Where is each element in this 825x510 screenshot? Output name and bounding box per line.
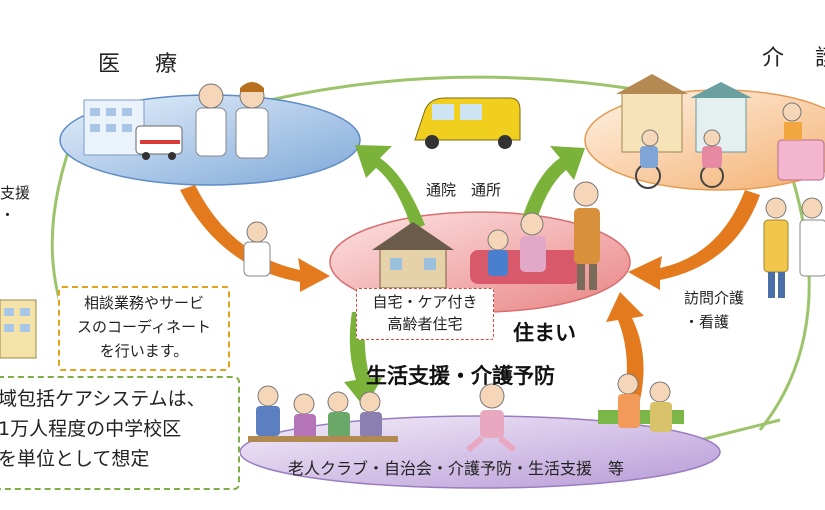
green-arrows [344, 145, 585, 408]
bath-care-illustration [777, 102, 825, 181]
arrow-kaigo-to-home [628, 190, 760, 290]
orange-arrows [180, 185, 760, 400]
arrow-support-to-home [606, 292, 644, 400]
sumai-label: 住まい [513, 321, 576, 345]
community-center-illustration [0, 299, 37, 359]
houmon-kaigo-label: 訪問介護 ・看護 [684, 289, 745, 331]
connector-bottom [699, 418, 781, 442]
doctors-illustration [195, 82, 269, 159]
kaigo-title: 介 護 [762, 46, 825, 71]
small-doctor-illustration [243, 221, 271, 277]
medical-title: 医 療 [98, 52, 191, 77]
caregivers-illustration [763, 197, 825, 298]
home-type-box: 自宅・ケア付き 高齢者住宅 [356, 288, 494, 340]
support-partial-label: 支援 ・ [0, 184, 31, 224]
club-label: 老人クラブ・自治会・介護予防・生活支援 等 [288, 459, 625, 478]
connector-top [269, 75, 641, 102]
caregiver-pair-illustration [598, 373, 684, 432]
ambulance-illustration [135, 125, 183, 160]
arrow-medical-to-home [180, 185, 330, 292]
connector-right [758, 169, 811, 431]
arrow-home-to-support [344, 312, 382, 408]
house-illustration [372, 222, 454, 289]
arrow-home-to-kaigo [520, 146, 585, 230]
elderly-group-illustration [248, 385, 398, 442]
arrow-home-to-medical [355, 145, 425, 230]
hospital-illustration [83, 99, 145, 156]
coordination-box: 相談業務やサービ スのコーディネート を行います。 [58, 286, 230, 371]
exercise-person-illustration [466, 383, 516, 453]
family-illustration [470, 181, 600, 290]
wheelchair-illustration [635, 129, 724, 189]
tsuin-tsusho-label: 通院 通所 [426, 181, 502, 199]
welfare-car-illustration [414, 97, 521, 149]
area-unit-box: 域包括ケアシステムは、 1万人程度の中学校区 を単位として想定 [0, 376, 240, 490]
seikatsu-shien-label: 生活支援・介護予防 [366, 364, 555, 388]
